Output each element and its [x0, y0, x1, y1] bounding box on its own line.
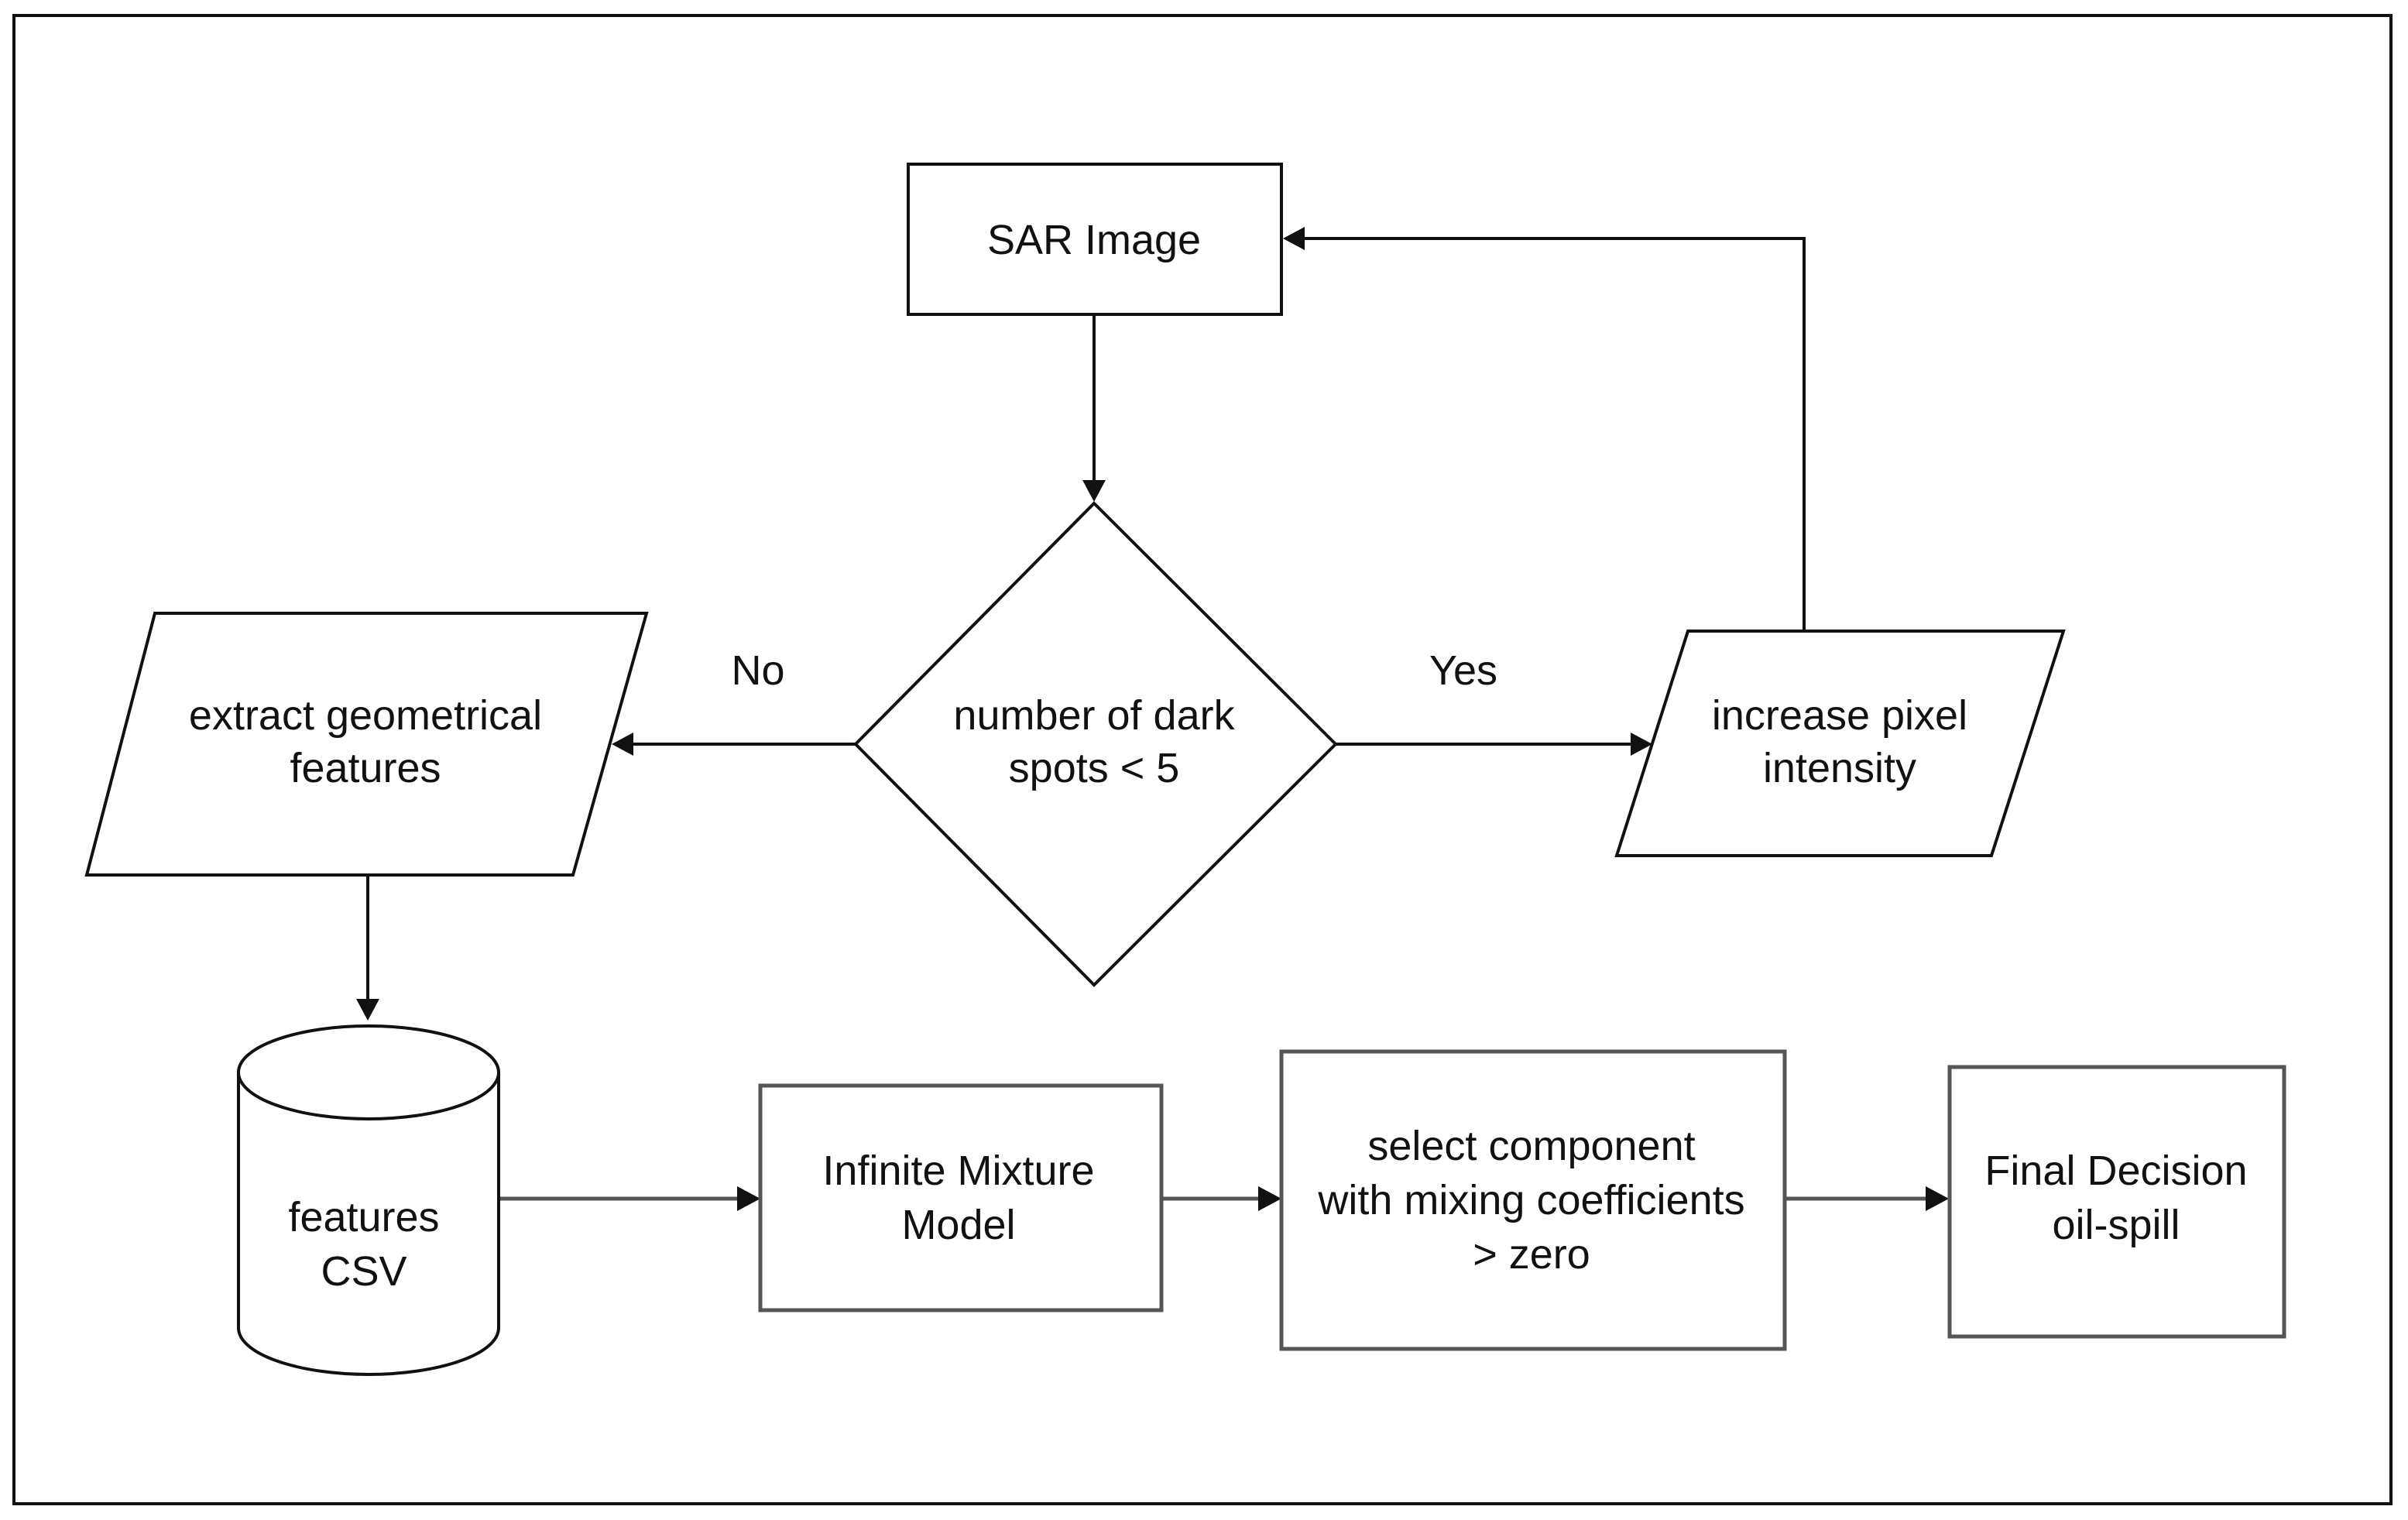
mixture-label-line-1: Infinite Mixture — [822, 1148, 1094, 1194]
arrowhead-extract-to-csv — [356, 999, 379, 1021]
arrowhead-sar-to-decision — [1082, 480, 1106, 502]
extract-parallelogram — [84, 612, 649, 877]
decision-diamond — [853, 501, 1338, 987]
edge-label-no: No — [731, 647, 784, 694]
final-label-line-2: oil-spill — [2052, 1202, 2180, 1248]
mixture-label-line-2: Model — [901, 1202, 1015, 1248]
csv-cylinder-body — [237, 1072, 500, 1376]
arrowhead-decision-to-increase — [1631, 733, 1652, 756]
select-label-line-2: with mixing coefficients — [1317, 1177, 1744, 1223]
final-decision-box — [1947, 1065, 2286, 1339]
edge-label-yes: Yes — [1429, 647, 1497, 694]
sar-image-box — [907, 163, 1283, 316]
arrowhead-decision-to-extract — [612, 733, 633, 756]
outer-frame — [12, 14, 2393, 1505]
node-final-decision: Final Decision oil-spill — [1947, 1065, 2286, 1339]
csv-label-line-2: CSV — [321, 1248, 406, 1295]
increase-label-line-1: increase pixel — [1712, 692, 1967, 739]
decision-label-line-1: number of dark — [953, 692, 1235, 739]
extract-label-line-2: features — [290, 745, 441, 791]
node-mixture-model: Infinite Mixture Model — [758, 1083, 1164, 1312]
mixture-model-box — [758, 1083, 1164, 1312]
select-label-line-1: select component — [1367, 1123, 1695, 1169]
node-features-csv: features CSV — [237, 1024, 500, 1376]
final-label-line-1: Final Decision — [1984, 1148, 2247, 1194]
csv-label-line-1: features — [288, 1194, 439, 1240]
increase-label-line-2: intensity — [1763, 745, 1916, 791]
select-label-line-3: > zero — [1473, 1231, 1590, 1278]
csv-cylinder-top — [237, 1024, 500, 1120]
edge-increase-to-sar — [1302, 237, 1806, 631]
node-decision: number of dark spots < 5 — [853, 501, 1338, 987]
node-extract-features: extract geometrical features — [84, 612, 649, 877]
extract-label-line-1: extract geometrical — [189, 692, 542, 739]
decision-label-line-2: spots < 5 — [1009, 745, 1180, 791]
select-component-box — [1279, 1049, 1787, 1351]
arrowhead-csv-to-mixture — [737, 1186, 760, 1211]
node-select-component: select component with mixing coefficient… — [1279, 1049, 1787, 1351]
node-increase-intensity: increase pixel intensity — [1614, 630, 2066, 857]
increase-parallelogram — [1614, 630, 2066, 857]
node-sar-image: SAR Image — [907, 163, 1283, 316]
arrowhead-select-to-final — [1926, 1186, 1949, 1211]
arrowhead-increase-to-sar — [1283, 227, 1305, 250]
sar-image-label: SAR Image — [987, 217, 1201, 263]
arrowhead-mixture-to-select — [1258, 1186, 1281, 1211]
